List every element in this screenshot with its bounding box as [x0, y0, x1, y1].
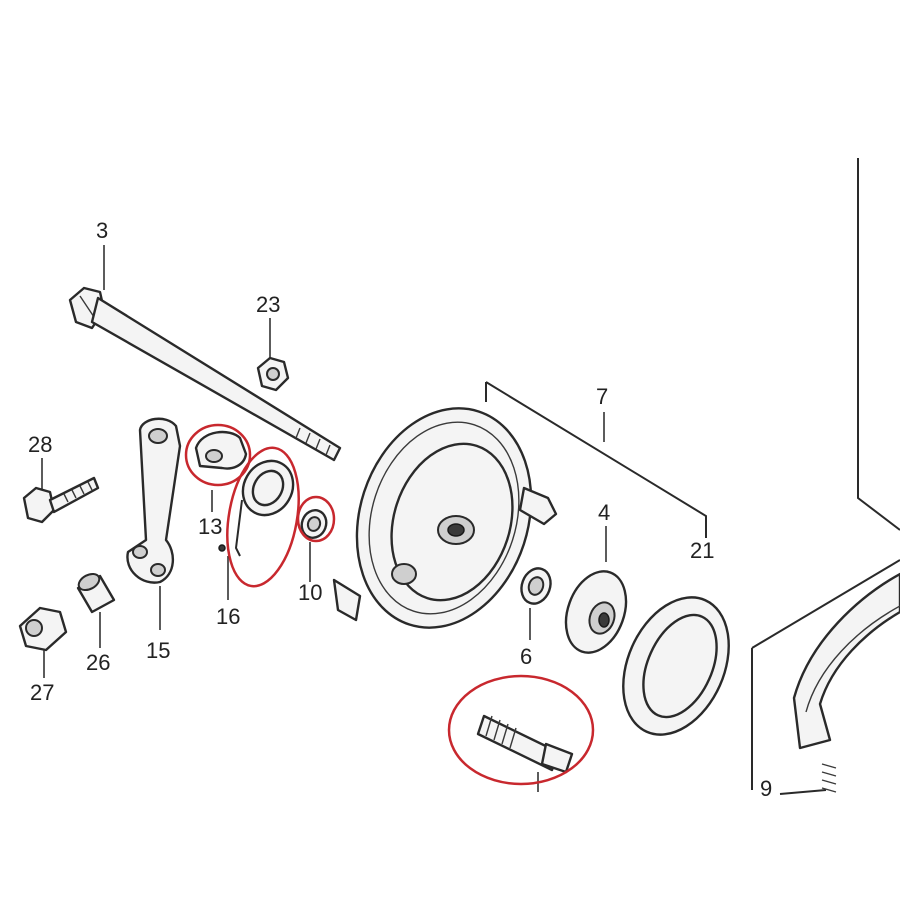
callout-10: 10	[298, 580, 322, 605]
brake-shoe	[779, 572, 900, 795]
callout-9: 9	[760, 776, 772, 801]
nut-23	[256, 318, 290, 392]
highlight-part-16	[226, 446, 300, 588]
spring-16	[218, 459, 295, 600]
collar-26	[76, 572, 116, 648]
callout-15: 15	[146, 638, 170, 663]
callout-27: 27	[30, 680, 54, 705]
callout-13: 13	[198, 514, 222, 539]
callout-23: 23	[256, 292, 280, 317]
callout-16: 16	[216, 604, 240, 629]
callout-6: 6	[520, 644, 532, 669]
gear-4	[564, 526, 628, 654]
callout-7: 7	[596, 384, 608, 409]
callout-3: 3	[96, 218, 108, 243]
washer-6	[520, 567, 552, 640]
brake-arm-15	[126, 417, 182, 630]
callout-21: 21	[690, 538, 714, 563]
callout-4: 4	[598, 500, 610, 525]
frame-outline	[751, 158, 900, 790]
callout-26: 26	[86, 650, 110, 675]
highlight-markers	[184, 423, 595, 786]
highlight-cam-shaft	[447, 674, 595, 786]
seal-ring-21	[622, 596, 730, 736]
highlight-part-10	[296, 495, 336, 543]
callout-28: 28	[28, 432, 52, 457]
axle-bolt	[68, 245, 342, 462]
seal-10	[300, 509, 328, 582]
bolt-28	[22, 458, 100, 524]
indicator-13	[194, 430, 248, 512]
highlight-part-13	[184, 423, 252, 487]
brake-panel-7	[332, 381, 707, 629]
callout-labels: 3 23 28 13 16 15 10 26 27 7 4 21 6 9	[28, 218, 772, 801]
cap-nut-27	[18, 606, 68, 678]
